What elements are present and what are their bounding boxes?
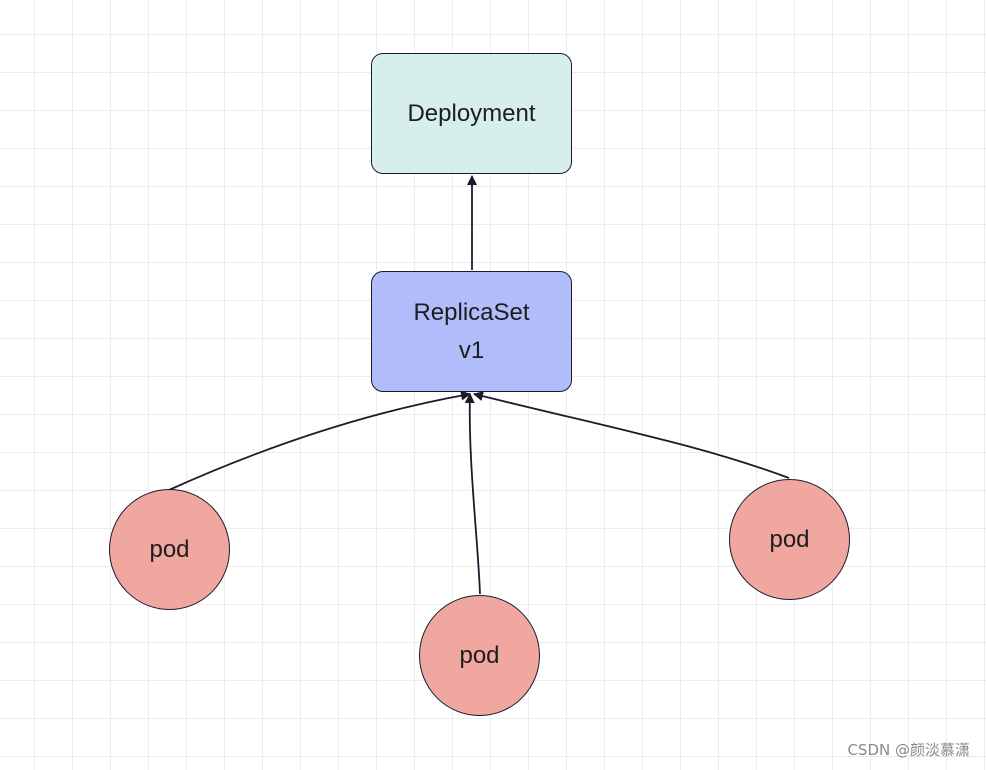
replicaset-label: ReplicaSet v1 xyxy=(413,298,530,364)
replicaset-node[interactable]: ReplicaSet v1 xyxy=(371,271,572,392)
watermark: CSDN @颜淡慕潇 xyxy=(847,741,970,759)
pod-label: pod xyxy=(149,535,190,563)
pod-node-left[interactable]: pod xyxy=(109,489,230,610)
arrow-pod-left-to-replicaset xyxy=(168,390,471,491)
pod-label: pod xyxy=(769,525,810,553)
pod-node-right[interactable]: pod xyxy=(729,479,850,600)
arrow-pod-mid-to-replicaset xyxy=(464,393,481,595)
deployment-node[interactable]: Deployment xyxy=(371,53,572,174)
arrow-pod-right-to-replicaset xyxy=(473,391,790,479)
pod-node-middle[interactable]: pod xyxy=(419,595,540,716)
deployment-label: Deployment xyxy=(407,99,536,127)
pod-label: pod xyxy=(459,641,500,669)
